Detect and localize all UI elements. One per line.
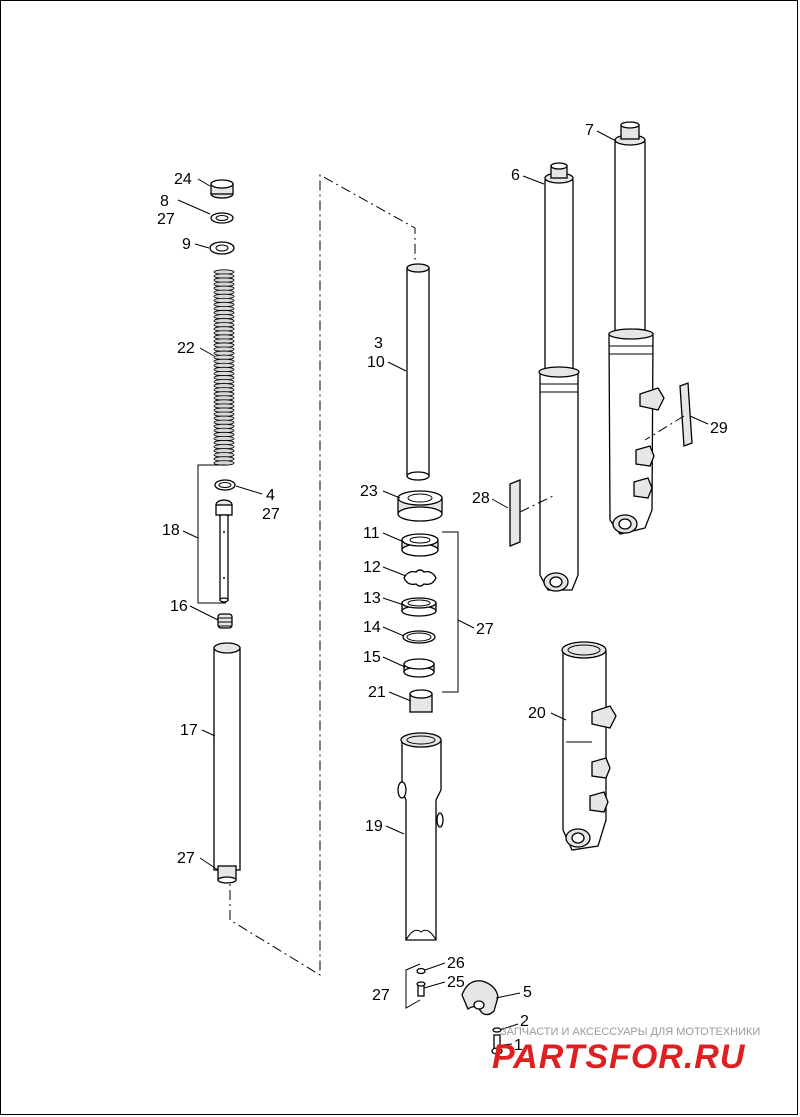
bracket-27-bottom	[405, 963, 421, 1009]
callout-22: 22	[177, 340, 195, 357]
part-8-washer	[210, 212, 234, 224]
part-24-fork-cap	[210, 179, 234, 199]
bracket-27-mid	[442, 531, 459, 693]
part-13-seal-spacer	[401, 597, 437, 617]
callout-10: 10	[367, 354, 385, 371]
part-23-dust-seal	[397, 490, 443, 522]
callout-27: 27	[157, 211, 175, 228]
watermark-logo: PARTSFOR.RU	[492, 1038, 746, 1076]
part-22-fork-spring	[213, 269, 235, 466]
callout-27: 27	[372, 987, 390, 1004]
part-3-slider-tube	[406, 263, 430, 481]
callout-27: 27	[177, 850, 195, 867]
part-9-spacer	[209, 241, 235, 255]
part-12-retaining-clip	[403, 569, 437, 587]
part-18-damper-rod	[215, 499, 233, 603]
callout-14: 14	[363, 619, 381, 636]
part-14-guide-bushing	[402, 630, 436, 644]
part-20-lower-fork-slider	[561, 641, 617, 851]
callout-13: 13	[363, 590, 381, 607]
callout-19: 19	[365, 818, 383, 835]
assembly-centerline	[229, 174, 416, 976]
callout-11: 11	[363, 525, 380, 542]
part-25-drain-screw	[416, 981, 426, 997]
callout-8: 8	[160, 193, 169, 210]
callout-27: 27	[476, 621, 494, 638]
callout-17: 17	[180, 722, 198, 739]
part-17-fork-tube	[213, 642, 241, 884]
part-16-rebound-spring	[217, 613, 233, 629]
part-15-slider-bushing	[403, 658, 435, 678]
leader-lines	[177, 130, 709, 1046]
callout-28: 28	[472, 490, 490, 507]
callout-2: 2	[520, 1013, 529, 1030]
callout-29: 29	[710, 420, 728, 437]
callout-23: 23	[360, 483, 378, 500]
callout-20: 20	[528, 705, 546, 722]
callout-15: 15	[363, 649, 381, 666]
callout-5: 5	[523, 984, 532, 1001]
callout-1: 1	[514, 1037, 523, 1054]
part-29-reflector	[679, 382, 693, 447]
callout-21: 21	[368, 684, 386, 701]
part-21-oil-lock-piece	[409, 689, 433, 713]
part-6-fork-assembly	[538, 162, 580, 592]
part-11-oil-seal	[401, 533, 439, 557]
part-28-reflector	[509, 479, 521, 547]
bracket-18	[197, 464, 226, 604]
callout-6: 6	[511, 167, 520, 184]
callout-16: 16	[170, 598, 188, 615]
callout-24: 24	[174, 171, 192, 188]
part-5-axle-clamp	[461, 980, 499, 1016]
leader-29-dash	[644, 415, 685, 441]
callout-18: 18	[162, 522, 180, 539]
part-1-clamp-bolt	[491, 1027, 503, 1055]
callout-9: 9	[182, 236, 191, 253]
callout-7: 7	[585, 122, 594, 139]
part-4-retaining-ring	[214, 479, 236, 491]
part-26-washer	[416, 967, 426, 975]
callout-4: 4	[266, 487, 275, 504]
callout-25: 25	[447, 974, 465, 991]
callout-3: 3	[374, 335, 383, 352]
watermark-tagline: ЗАПЧАСТИ И АКСЕССУАРЫ ДЛЯ МОТОТЕХНИКИ	[500, 1026, 761, 1038]
callout-26: 26	[447, 955, 465, 972]
callout-27: 27	[262, 506, 280, 523]
part-19-fork-slider	[397, 732, 444, 941]
leader-28-dash	[519, 494, 556, 513]
part-7-fork-assembly	[608, 121, 665, 535]
callout-12: 12	[363, 559, 381, 576]
